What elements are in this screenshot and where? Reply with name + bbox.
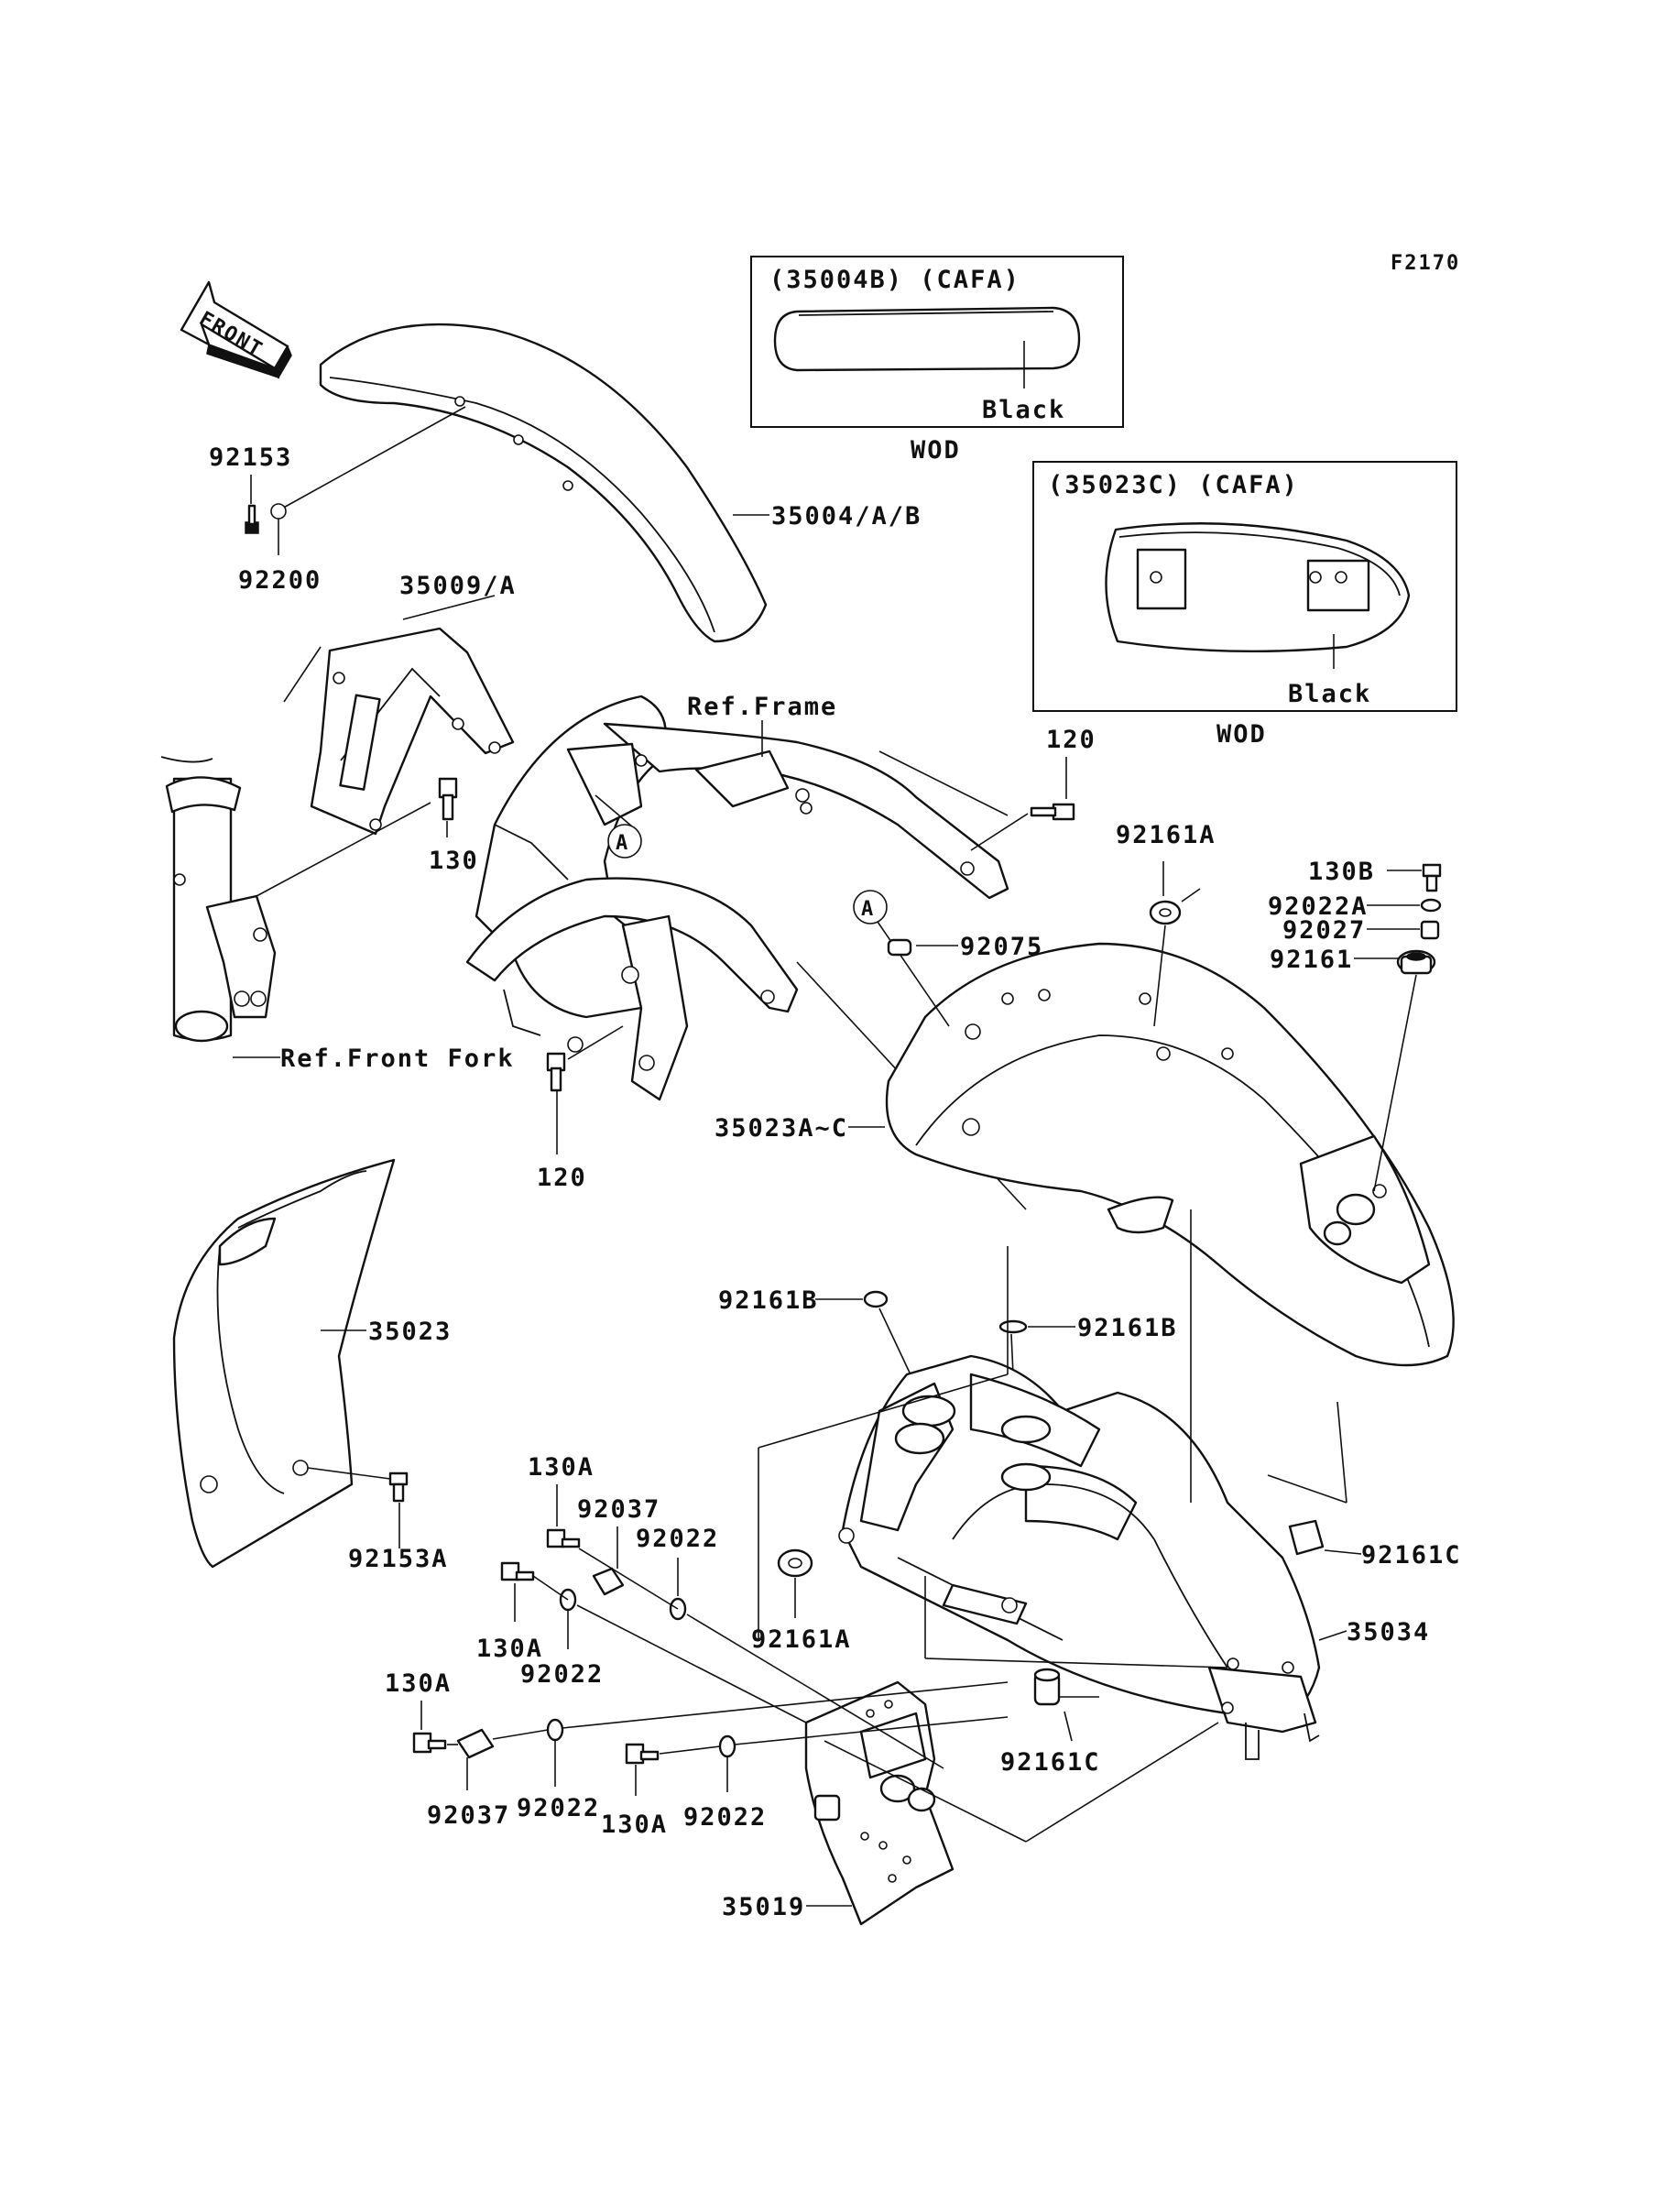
inset-rear-header: (35023C) (CAFA) <box>1048 471 1299 499</box>
label-92022-4: 92022 <box>683 1803 767 1832</box>
bolt-130-icon <box>438 777 458 821</box>
front-fork-reference <box>160 756 277 1043</box>
collar-92027-icon <box>1420 920 1440 940</box>
inset-front-header: (35004B) (CAFA) <box>769 266 1020 294</box>
bolt-120-top-icon <box>1030 803 1075 821</box>
washer-92022-3-icon <box>546 1718 564 1742</box>
label-130A-3: 130A <box>385 1669 452 1698</box>
inset-front-fender-shape <box>773 306 1081 372</box>
inset-front-color: Black <box>982 396 1065 424</box>
washer-92022-4-icon <box>718 1734 736 1758</box>
damper-92161C-bottom-icon <box>1033 1668 1061 1706</box>
label-35034: 35034 <box>1347 1618 1430 1647</box>
bolt-130A-2-icon <box>500 1561 535 1581</box>
damper-92161C-right-icon <box>1288 1519 1325 1556</box>
label-120-bottom: 120 <box>537 1164 587 1192</box>
label-35009: 35009/A <box>399 572 517 600</box>
label-130B: 130B <box>1308 858 1375 886</box>
plate-35019 <box>804 1680 955 1926</box>
callout-a-fender <box>853 890 888 924</box>
inner-fender-35023 <box>172 1158 396 1569</box>
label-130A-2: 130A <box>476 1635 543 1663</box>
label-92200: 92200 <box>238 566 322 595</box>
bolt-130A-3-icon <box>412 1732 447 1754</box>
damper-92161B-right-icon <box>998 1319 1028 1334</box>
front-fender-bracket <box>310 627 515 836</box>
label-92161A-top: 92161A <box>1116 821 1216 849</box>
inset-rear-box <box>1032 461 1457 712</box>
label-130A-1: 130A <box>528 1453 595 1482</box>
inset-front-caption: WOD <box>911 436 961 465</box>
inset-rear-color: Black <box>1288 680 1371 708</box>
washer-92200-icon <box>270 503 287 520</box>
label-92161C-right: 92161C <box>1361 1541 1462 1570</box>
label-92037-2: 92037 <box>427 1801 510 1830</box>
label-92161: 92161 <box>1270 946 1353 974</box>
label-130A-4: 130A <box>601 1811 668 1839</box>
front-arrow-icon: FRONT <box>180 280 292 379</box>
clip-92037-2-icon <box>456 1728 495 1759</box>
label-92153A: 92153A <box>348 1545 449 1573</box>
frame-reference <box>465 695 1009 1101</box>
bolt-130A-1-icon <box>546 1528 581 1548</box>
inset-front-box <box>750 256 1124 428</box>
label-92037-1: 92037 <box>577 1495 660 1524</box>
inset-front-fender: (35004B) (CAFA) Black WOD <box>750 256 1124 465</box>
ref-front-fork: Ref.Front Fork <box>280 1045 515 1073</box>
callout-a-fender-label: A <box>861 898 873 921</box>
label-92022-2: 92022 <box>520 1660 604 1689</box>
bolt-92153A-icon <box>388 1471 409 1503</box>
washer-92022A-icon <box>1420 898 1442 913</box>
front-fender <box>319 323 768 643</box>
label-92022A: 92022A <box>1268 892 1369 921</box>
bolt-92153-icon <box>245 504 259 534</box>
label-35019: 35019 <box>722 1893 805 1921</box>
inset-rear-fender: (35023C) (CAFA) Black WOD <box>1032 461 1457 749</box>
label-35023A-C: 35023A~C <box>715 1114 848 1143</box>
bolt-120-bottom-icon <box>546 1052 566 1092</box>
label-92161A-bottom: 92161A <box>751 1625 852 1654</box>
label-92161B-right: 92161B <box>1077 1314 1178 1342</box>
label-35004: 35004/A/B <box>771 502 922 531</box>
rear-inner-fender-35034 <box>838 1354 1321 1760</box>
label-35023: 35023 <box>368 1318 452 1346</box>
damper-92161-icon <box>1396 949 1436 975</box>
label-92027: 92027 <box>1282 916 1366 945</box>
callout-a-frame <box>607 824 642 859</box>
grommet-92075-icon <box>887 938 912 957</box>
rear-fender <box>885 942 1455 1367</box>
inset-rear-caption: WOD <box>1216 720 1267 749</box>
ref-frame: Ref.Frame <box>687 693 837 721</box>
label-92161C-bottom: 92161C <box>1000 1748 1101 1777</box>
label-92153: 92153 <box>209 443 292 472</box>
label-120-top: 120 <box>1046 726 1096 754</box>
diagram-code: F2170 <box>1391 252 1460 275</box>
label-130: 130 <box>429 847 479 875</box>
clip-92037-1-icon <box>592 1567 625 1596</box>
bolt-130A-4-icon <box>625 1743 660 1765</box>
label-92075: 92075 <box>960 933 1043 961</box>
label-92161B-left: 92161B <box>718 1286 819 1315</box>
label-92022-3: 92022 <box>517 1794 600 1822</box>
callout-a-frame-label: A <box>616 832 627 855</box>
damper-92161A-bottom-icon <box>777 1548 813 1578</box>
label-92022-1: 92022 <box>636 1525 719 1553</box>
damper-92161A-top-icon <box>1149 900 1182 925</box>
bolt-130B-icon <box>1422 863 1442 892</box>
damper-92161B-left-icon <box>863 1290 889 1308</box>
